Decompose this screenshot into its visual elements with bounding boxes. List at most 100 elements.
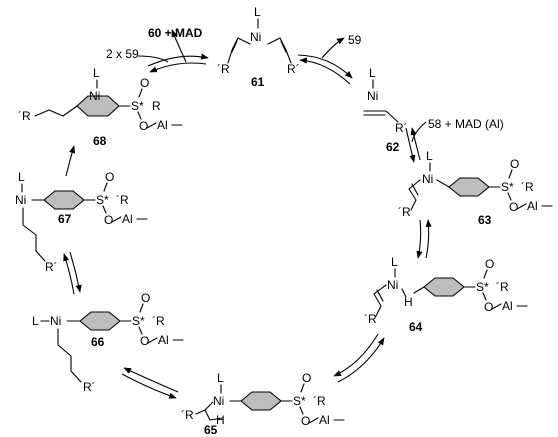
compound-66: L Ni R´ S* O ´R O Al 66 [32, 291, 184, 394]
aluminum-label: Al [527, 199, 538, 213]
equilibrium-arrow [425, 219, 432, 259]
compound-number: 65 [204, 423, 218, 437]
bond [102, 205, 107, 214]
bond [516, 203, 527, 210]
compound-61: L Ni ´R R´ 61 [217, 5, 300, 89]
nickel-label: Ni [367, 89, 378, 103]
sulfur-label: S* [293, 394, 306, 408]
nickel-label: Ni [250, 30, 261, 44]
substituent-r: ´R [18, 109, 31, 123]
compound-62: L Ni R´ 62 [363, 66, 408, 154]
reagent-label: 2 x 59 [106, 47, 139, 61]
compound-number: 67 [58, 212, 72, 226]
alkyl-chain [22, 207, 46, 262]
substituent-r: ´R [398, 205, 411, 219]
alkene-bond-left [227, 37, 251, 64]
sulfur-label: S* [96, 193, 109, 207]
ligand-label: L [93, 66, 100, 80]
equilibrium-arrow [299, 57, 351, 85]
oxygen-label: O [105, 170, 114, 184]
substituent-r: ´R [152, 314, 165, 328]
bond [401, 288, 407, 298]
equilibrium-arrow [337, 337, 385, 383]
compound-number: 64 [409, 320, 423, 334]
nickel-label: Ni [89, 89, 100, 103]
sulfoxide-bond [300, 383, 305, 393]
substituent-r-right: R´ [287, 62, 300, 76]
alkene-bond [363, 110, 399, 123]
bond [146, 122, 157, 129]
sulfoxide-bond [483, 269, 488, 279]
equilibrium-arrow [123, 367, 179, 393]
sulfur-label: S* [476, 280, 489, 294]
equilibrium-arrow [416, 219, 423, 259]
aluminum-label: Al [158, 333, 169, 347]
substituent-r: ´R [364, 312, 377, 326]
hydride-label: H [216, 413, 225, 427]
equilibrium-arrow [410, 127, 421, 161]
aryl-ring [448, 177, 490, 197]
double-bond [376, 289, 384, 302]
substituent-r: ´R [521, 180, 534, 194]
nickel-label: Ni [422, 172, 433, 186]
ligand-label: L [18, 170, 25, 184]
compound-number: 66 [91, 335, 105, 349]
double-bond-left [231, 40, 238, 53]
nickel-label: Ni [213, 394, 224, 408]
alkene-bond [373, 284, 387, 317]
oxygen-label: O [485, 257, 494, 271]
reagent-in-arrow [411, 121, 427, 143]
oxygen-label: O [104, 213, 113, 227]
compound-number: 63 [478, 213, 492, 227]
equilibrium-arrow [405, 127, 416, 163]
oxygen-label: O [509, 200, 518, 214]
aryl-ring [79, 311, 121, 331]
bond [299, 406, 304, 415]
sulfoxide-bond [508, 169, 513, 179]
metallacycle-bond [204, 401, 223, 421]
double-bond-right [280, 40, 287, 53]
oxygen-label: O [510, 157, 519, 171]
compound-63: L Ni ´R S* O ´R O Al 63 [398, 149, 553, 227]
equilibrium-arrow [69, 251, 82, 293]
substituent-r: R [152, 99, 161, 113]
ligand-release-arrow [321, 37, 345, 59]
bond [436, 179, 450, 188]
bond [491, 303, 502, 310]
reagent-label: 58 + MAD (Al) [428, 117, 504, 131]
substituent-r: ´R [496, 280, 509, 294]
oxygen-label: O [139, 119, 148, 133]
bond [195, 409, 206, 415]
bond [111, 216, 122, 223]
hydride-label: H [404, 295, 413, 309]
compound-65: L Ni ´R H S* O ´R O Al 65 [181, 371, 345, 437]
substituent-r: R´ [83, 380, 96, 394]
nickel-label: Ni [50, 314, 61, 328]
equilibrium-arrow [147, 53, 209, 67]
compound-number: 62 [386, 140, 400, 154]
ligand-label: L [426, 149, 433, 163]
bond [147, 337, 158, 344]
substituent-r: ´R [181, 408, 194, 422]
bond [137, 111, 142, 120]
substituent-r: ´R [116, 193, 129, 207]
bond [138, 326, 143, 335]
alkene-bond-right [267, 37, 292, 64]
oxygen-label: O [141, 291, 150, 305]
substituent-r: R´ [45, 260, 58, 274]
nickel-label: Ni [15, 193, 26, 207]
equilibrium-arrow [63, 253, 75, 295]
ligand-label: L [254, 5, 261, 19]
ligand-label: L [217, 371, 224, 385]
compound-67: L Ni R´ S* O ´R O Al 67 [15, 170, 148, 274]
oxygen-label: O [140, 334, 149, 348]
aluminum-label: Al [157, 118, 168, 132]
oxygen-label: O [301, 414, 310, 428]
equilibrium-arrow [149, 62, 207, 73]
equilibrium-arrow [121, 373, 177, 399]
aryl-ring [43, 190, 85, 210]
compound-number: 61 [251, 75, 265, 89]
compound-68: L Ni ´R S* O R O Al 68 [18, 66, 183, 148]
equilibrium-arrow [297, 54, 353, 79]
